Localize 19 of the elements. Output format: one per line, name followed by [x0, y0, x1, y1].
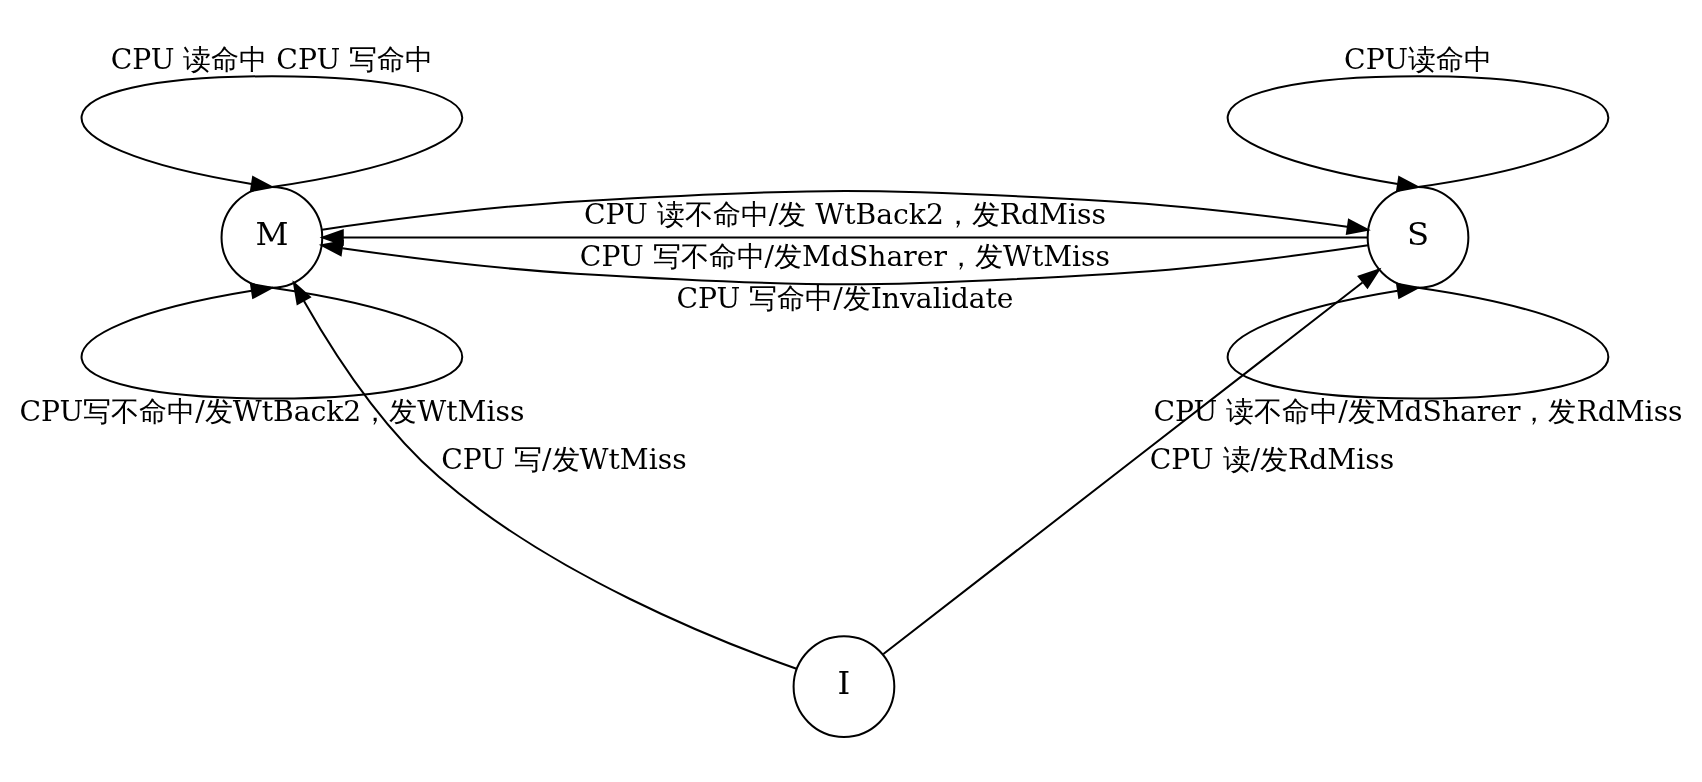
edge-label: CPU 读/发RdMiss [1149, 442, 1395, 476]
node-circle: M [220, 185, 324, 289]
edge-label: CPU读命中 [1344, 42, 1492, 76]
edge-label: CPU 写命中/发Invalidate [676, 281, 1014, 315]
edge-label: CPU写不命中/发WtBack2，发WtMiss [19, 394, 525, 428]
arrow [292, 279, 797, 670]
arrow [319, 228, 1368, 246]
arrow [1228, 282, 1609, 400]
arrow [81, 74, 463, 192]
edge-label: CPU 写不命中/发MdSharer，发WtMiss [579, 239, 1111, 273]
arrow [882, 267, 1382, 655]
node-circle: I [792, 634, 896, 738]
edge-label: CPU 读不命中/发 WtBack2，发RdMiss [584, 197, 1106, 231]
node-circle: S [1366, 185, 1470, 289]
arrow [1228, 74, 1609, 192]
edge-label: CPU 写/发WtMiss [441, 442, 687, 476]
edge-label: CPU 读命中 CPU 写命中 [110, 42, 434, 76]
arrow [321, 189, 1371, 235]
arrow [81, 282, 463, 400]
